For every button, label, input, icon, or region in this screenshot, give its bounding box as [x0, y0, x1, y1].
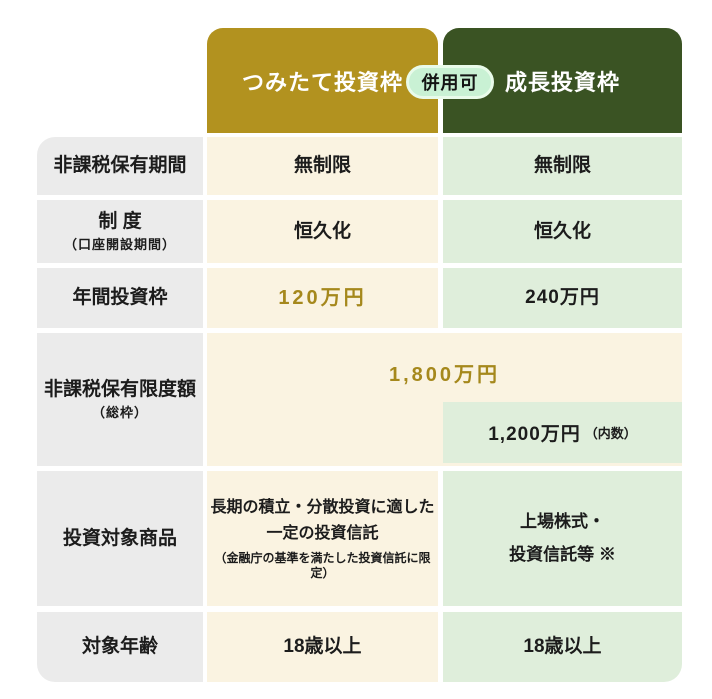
row-age-label-text: 対象年齢 — [81, 636, 158, 658]
row-annual-limit-label: 年間投資枠 — [37, 268, 203, 328]
row-system-growth-value: 恒久化 — [443, 200, 682, 263]
system-growth-text: 恒久化 — [533, 220, 591, 242]
row-holding-period-label: 非課税保有期間 — [37, 137, 203, 195]
annual-limit-growth-text: 240万円 — [525, 287, 600, 309]
products-tsumitate-note: （金融庁の基準を満たした投資信託に限定） — [214, 550, 431, 581]
row-products-tsumitate-value: 長期の積立・分散投資に適した 一定の投資信託 （金融庁の基準を満たした投資信託に… — [207, 471, 438, 606]
row-system-tsumitate-value: 恒久化 — [207, 200, 438, 263]
concurrent-use-badge-label: 併用可 — [421, 73, 479, 93]
age-tsumitate-text: 18歳以上 — [283, 636, 362, 658]
row-lifetime-limit-label: 非課税保有限度額 （総枠） — [37, 333, 203, 466]
row-holding-period-label-text: 非課税保有期間 — [53, 155, 187, 177]
row-system-label-note: （口座開設期間） — [63, 236, 176, 252]
row-lifetime-limit-label-text: 非課税保有限度額 — [43, 379, 196, 400]
row-annual-limit-label-text: 年間投資枠 — [72, 287, 168, 309]
header-growth-label: 成長投資枠 — [504, 69, 620, 95]
products-growth-line1: 上場株式・ — [520, 512, 605, 532]
holding-period-tsumitate-text: 無制限 — [293, 155, 351, 177]
header-tsumitate-label: つみたて投資枠 — [241, 69, 403, 95]
row-age-label: 対象年齢 — [37, 612, 203, 682]
concurrent-use-badge: 併用可 — [406, 65, 494, 99]
row-age-growth-value: 18歳以上 — [443, 612, 682, 682]
age-growth-text: 18歳以上 — [523, 636, 602, 658]
row-annual-limit-tsumitate-value: 120万円 — [207, 268, 438, 328]
holding-period-growth-text: 無制限 — [533, 155, 591, 177]
lifetime-limit-growth-note: （内数） — [584, 426, 637, 441]
system-tsumitate-text: 恒久化 — [293, 220, 351, 242]
row-products-label-text: 投資対象商品 — [62, 527, 177, 549]
row-products-label: 投資対象商品 — [37, 471, 203, 606]
row-annual-limit-growth-value: 240万円 — [443, 268, 682, 328]
products-tsumitate-line2: 一定の投資信託 — [266, 524, 379, 542]
products-growth-line2: 投資信託等 ※ — [509, 544, 616, 564]
row-system-label: 制 度 （口座開設期間） — [37, 200, 203, 263]
header-tsumitate-column: つみたて投資枠 — [207, 28, 438, 133]
row-holding-period-tsumitate-value: 無制限 — [207, 137, 438, 195]
lifetime-limit-total-text: 1,800万円 — [388, 363, 501, 386]
annual-limit-tsumitate-text: 120万円 — [278, 286, 367, 309]
lifetime-limit-growth-amount: 1,200万円 — [488, 424, 581, 445]
row-age-tsumitate-value: 18歳以上 — [207, 612, 438, 682]
lifetime-limit-total-value: 1,800万円 — [207, 333, 682, 411]
row-lifetime-limit-label-note: （総枠） — [91, 404, 148, 420]
row-system-label-text: 制 度 — [98, 211, 142, 232]
products-tsumitate-line1: 長期の積立・分散投資に適した — [210, 499, 435, 517]
row-holding-period-growth-value: 無制限 — [443, 137, 682, 195]
lifetime-limit-growth-inner-box: 1,200万円 （内数） — [443, 402, 682, 463]
row-products-growth-value: 上場株式・ 投資信託等 ※ — [443, 471, 682, 606]
